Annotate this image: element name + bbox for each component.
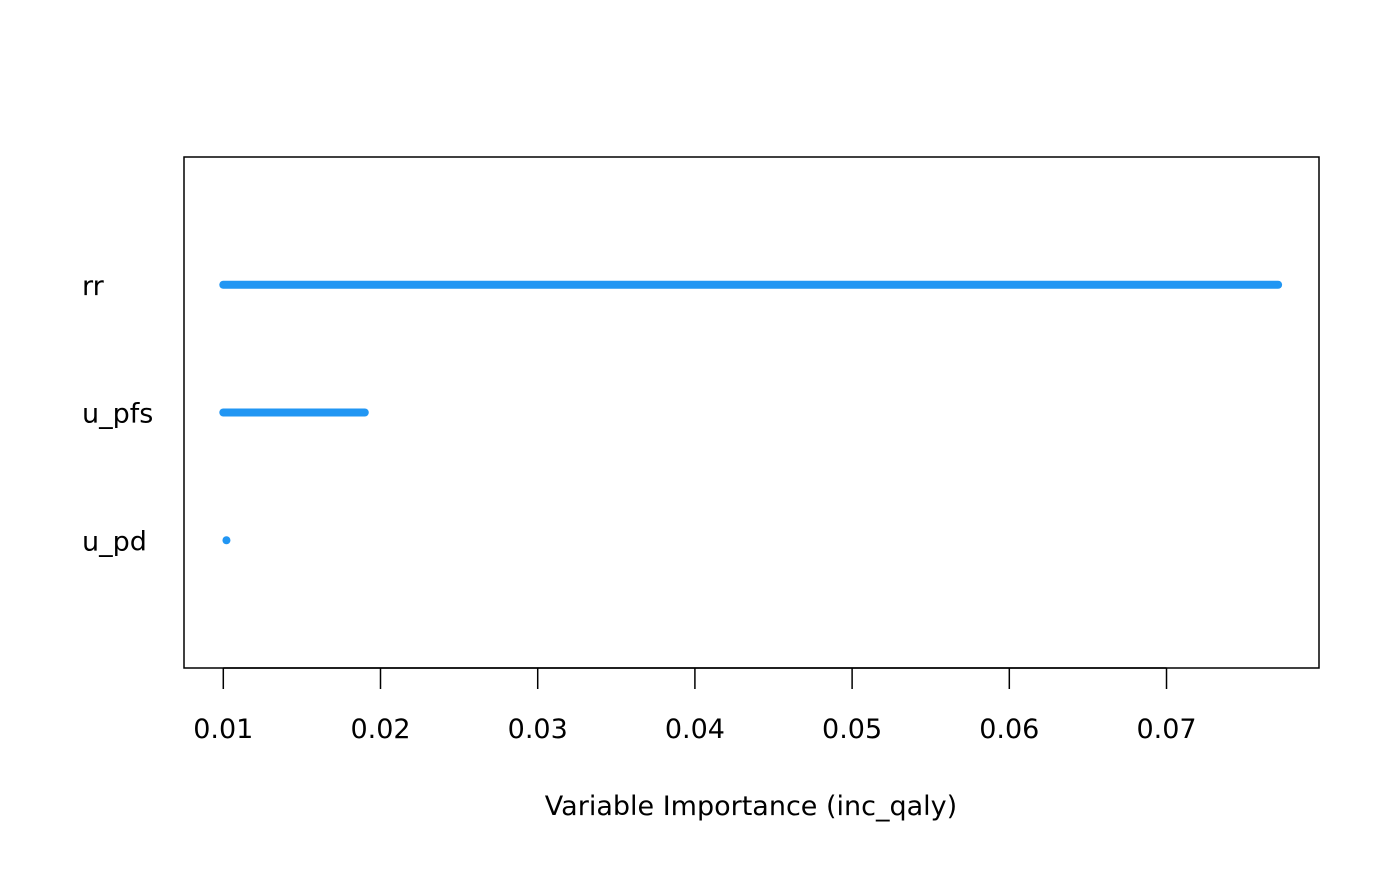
x-tick-label: 0.06: [979, 714, 1039, 745]
y-category-label: u_pfs: [82, 399, 153, 430]
x-tick-label: 0.02: [350, 714, 410, 745]
x-axis: 0.01 0.02 0.03 0.04 0.05 0.06 0.07: [193, 667, 1197, 745]
x-tick-label: 0.05: [822, 714, 882, 745]
y-axis-labels: u_pd u_pfs rr: [82, 271, 153, 558]
x-tick-label: 0.03: [508, 714, 568, 745]
x-tick-label: 0.01: [193, 714, 253, 745]
x-tick-label: 0.04: [665, 714, 725, 745]
y-category-label: u_pd: [82, 526, 147, 557]
x-tick-label: 0.07: [1136, 714, 1196, 745]
y-category-label: rr: [82, 271, 105, 302]
importance-point-u_pd: [222, 536, 231, 545]
series-marks: [219, 280, 1283, 545]
x-axis-label: Variable Importance (inc_qaly): [545, 791, 957, 822]
